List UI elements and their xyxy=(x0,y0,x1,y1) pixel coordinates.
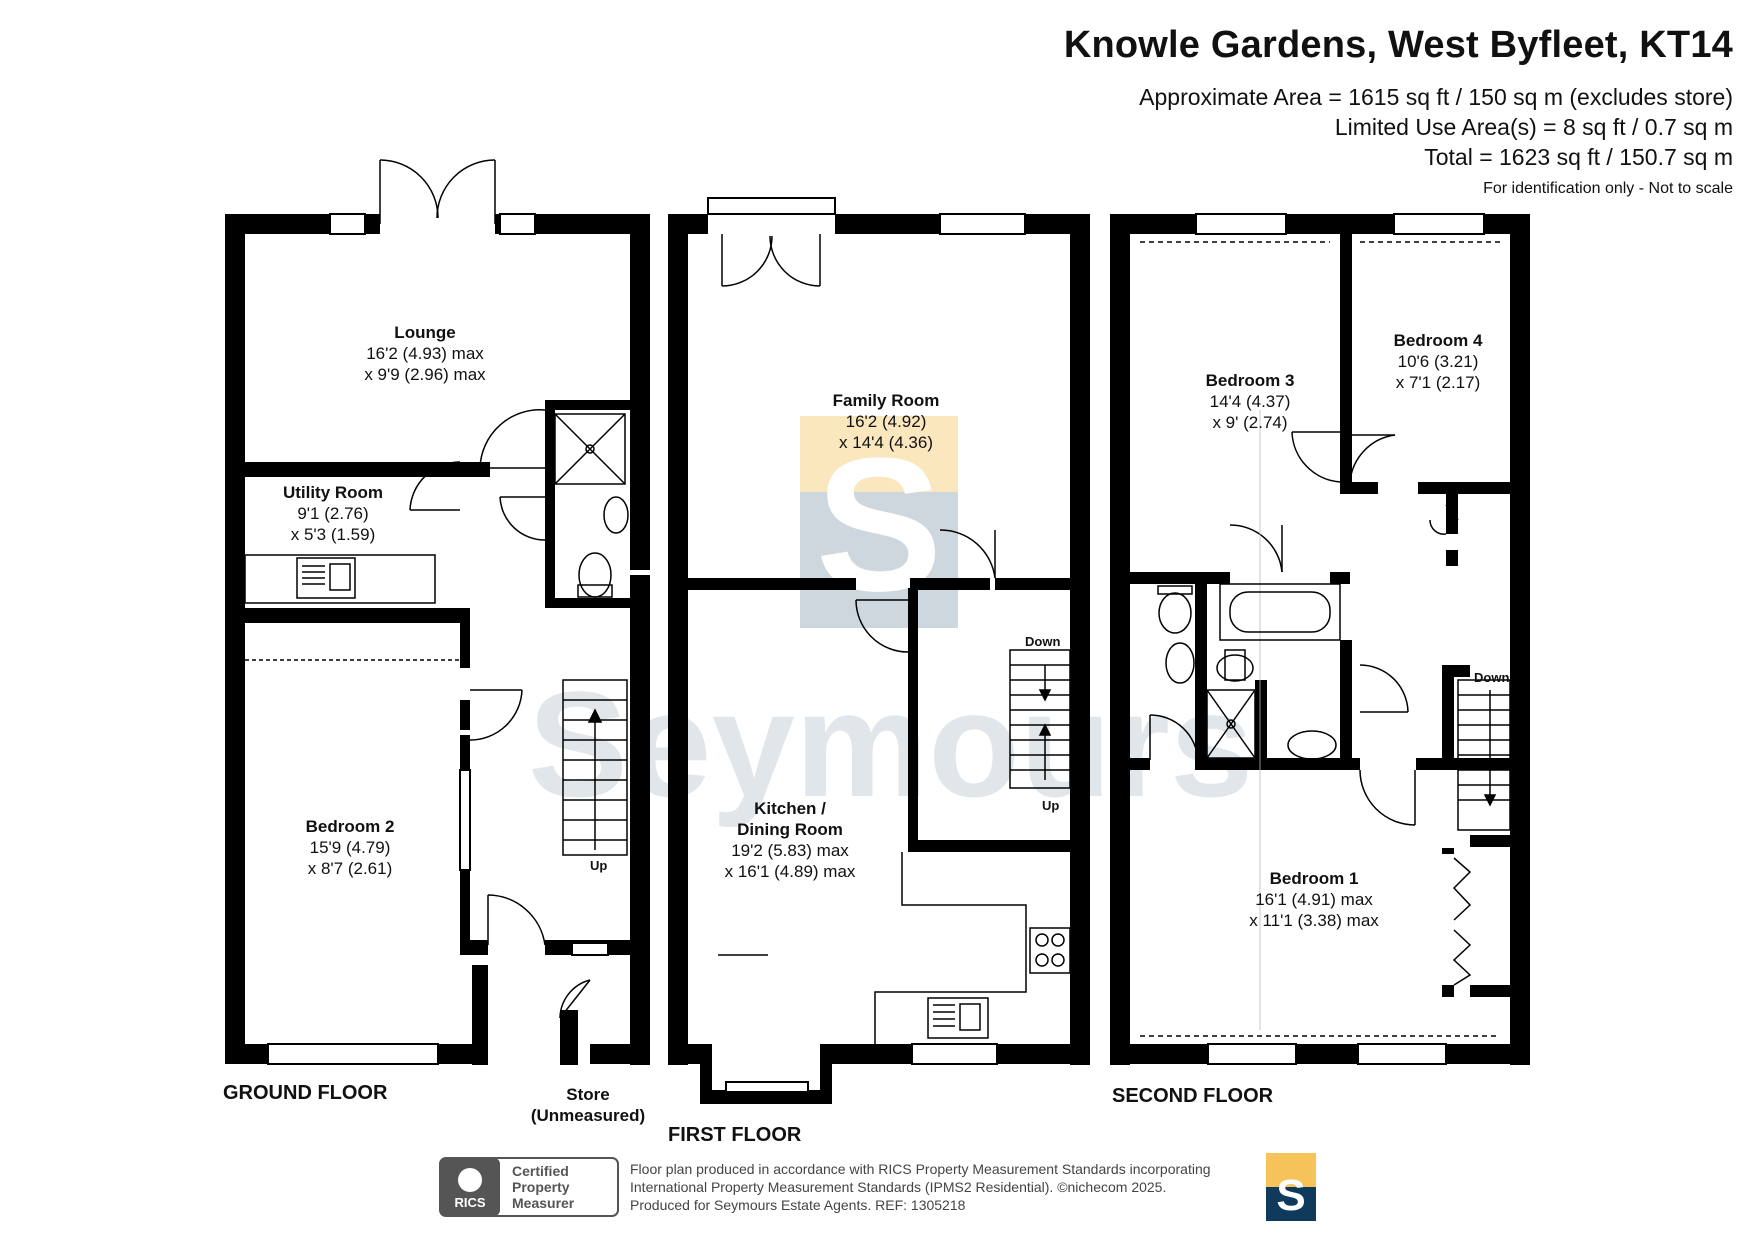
footer-line-2: International Property Measurement Stand… xyxy=(630,1179,1167,1195)
room-bedroom-3-dim2: x 9' (2.74) xyxy=(1212,413,1288,432)
room-family-dim1: 16'2 (4.92) xyxy=(845,412,927,431)
room-family: Family Room 16'2 (4.92) x 14'4 (4.36) xyxy=(833,390,940,453)
stair-down-second: Down xyxy=(1474,670,1510,685)
first-floor-windows xyxy=(707,197,1026,1093)
first-floor-label: FIRST FLOOR xyxy=(668,1124,802,1146)
room-store-dim1: (Unmeasured) xyxy=(530,1106,646,1125)
rics-text: RICS xyxy=(454,1195,485,1210)
first-floor-walls xyxy=(668,214,1090,1104)
badge-line-1: Certified xyxy=(512,1163,569,1179)
room-bedroom-4-dim1: 10'6 (3.21) xyxy=(1397,352,1479,371)
room-store: Store (Unmeasured) xyxy=(531,1084,645,1126)
footer-line-3: Produced for Seymours Estate Agents. REF… xyxy=(630,1197,966,1213)
ground-floor-fixtures xyxy=(244,413,629,856)
second-floor-label: SECOND FLOOR xyxy=(1112,1085,1274,1107)
room-bedroom-4: Bedroom 4 10'6 (3.21) x 7'1 (2.17) xyxy=(1394,330,1483,393)
scale-note: For identification only - Not to scale xyxy=(1483,180,1733,197)
room-bedroom-2-dim1: 15'9 (4.79) xyxy=(309,838,391,857)
logo-letter: S xyxy=(1276,1171,1305,1220)
room-lounge-dim2: x 9'9 (2.96) max xyxy=(364,365,486,384)
room-bedroom-4-dim2: x 7'1 (2.17) xyxy=(1395,373,1481,392)
room-bedroom-2-dim2: x 8'7 (2.61) xyxy=(307,859,393,878)
room-utility-dim2: x 5'3 (1.59) xyxy=(290,525,376,544)
room-utility: Utility Room 9'1 (2.76) x 5'3 (1.59) xyxy=(283,482,383,545)
room-store-name: Store xyxy=(566,1085,610,1104)
rics-badge: RICS Certified Property Measurer xyxy=(439,1157,619,1217)
second-floor-fixtures xyxy=(1140,241,1511,1037)
badge-line-2: Property xyxy=(512,1179,570,1195)
first-floor-fixtures xyxy=(874,649,1071,1044)
room-utility-dim1: 9'1 (2.76) xyxy=(297,504,369,523)
room-kitchen-dim1: 19'2 (5.83) max xyxy=(731,841,849,860)
ground-floor-doors xyxy=(379,159,591,1019)
room-kitchen-name: Kitchen / xyxy=(754,799,826,818)
room-bedroom-3: Bedroom 3 14'4 (4.37) x 9' (2.74) xyxy=(1206,370,1295,433)
stair-down-first: Down xyxy=(1025,634,1061,649)
room-bedroom-1-name: Bedroom 1 xyxy=(1269,869,1359,888)
room-kitchen-dim2: x 16'1 (4.89) max xyxy=(724,862,856,881)
room-bedroom-3-dim1: 14'4 (4.37) xyxy=(1209,392,1291,411)
room-kitchen-name-2: Dining Room xyxy=(737,820,843,839)
total-area: Total = 1623 sq ft / 150.7 sq m xyxy=(1424,144,1733,170)
seymours-logo: S xyxy=(1266,1153,1316,1221)
room-lounge-name: Lounge xyxy=(394,323,456,342)
footer-line-1: Floor plan produced in accordance with R… xyxy=(630,1161,1211,1177)
second-floor-doors xyxy=(1149,431,1472,986)
watermark-logo-letter: S xyxy=(816,419,943,631)
room-lounge-dim1: 16'2 (4.93) max xyxy=(366,344,484,363)
room-utility-name: Utility Room xyxy=(282,483,384,502)
first-floor-doors xyxy=(718,234,996,956)
limited-use-area: Limited Use Area(s) = 8 sq ft / 0.7 sq m xyxy=(1334,114,1733,140)
stair-up-ground: Up xyxy=(590,858,608,873)
room-family-dim2: x 14'4 (4.36) xyxy=(839,433,933,452)
room-bedroom-2-name: Bedroom 2 xyxy=(305,817,395,836)
room-family-name: Family Room xyxy=(832,391,940,410)
footer-text: Floor plan produced in accordance with R… xyxy=(630,1160,1211,1214)
second-floor-windows xyxy=(1195,213,1485,1065)
property-title: Knowle Gardens, West Byfleet, KT14 xyxy=(1063,24,1733,66)
room-bedroom-4-name: Bedroom 4 xyxy=(1393,331,1483,350)
room-bedroom-2: Bedroom 2 15'9 (4.79) x 8'7 (2.61) xyxy=(306,816,395,879)
ground-floor-label: GROUND FLOOR xyxy=(223,1082,388,1104)
stair-up-first: Up xyxy=(1042,798,1060,813)
room-bedroom-1-dim1: 16'1 (4.91) max xyxy=(1255,890,1373,909)
room-kitchen-dining: Kitchen / Dining Room 19'2 (5.83) max x … xyxy=(725,798,856,882)
approx-area: Approximate Area = 1615 sq ft / 150 sq m… xyxy=(1139,84,1733,110)
badge-line-3: Measurer xyxy=(512,1195,575,1211)
ground-floor-windows xyxy=(267,213,609,1065)
room-lounge: Lounge 16'2 (4.93) max x 9'9 (2.96) max xyxy=(364,322,485,385)
room-bedroom-1-dim2: x 11'1 (3.38) max xyxy=(1249,911,1379,930)
room-bedroom-1: Bedroom 1 16'1 (4.91) max x 11'1 (3.38) … xyxy=(1249,868,1379,931)
room-bedroom-3-name: Bedroom 3 xyxy=(1205,371,1295,390)
